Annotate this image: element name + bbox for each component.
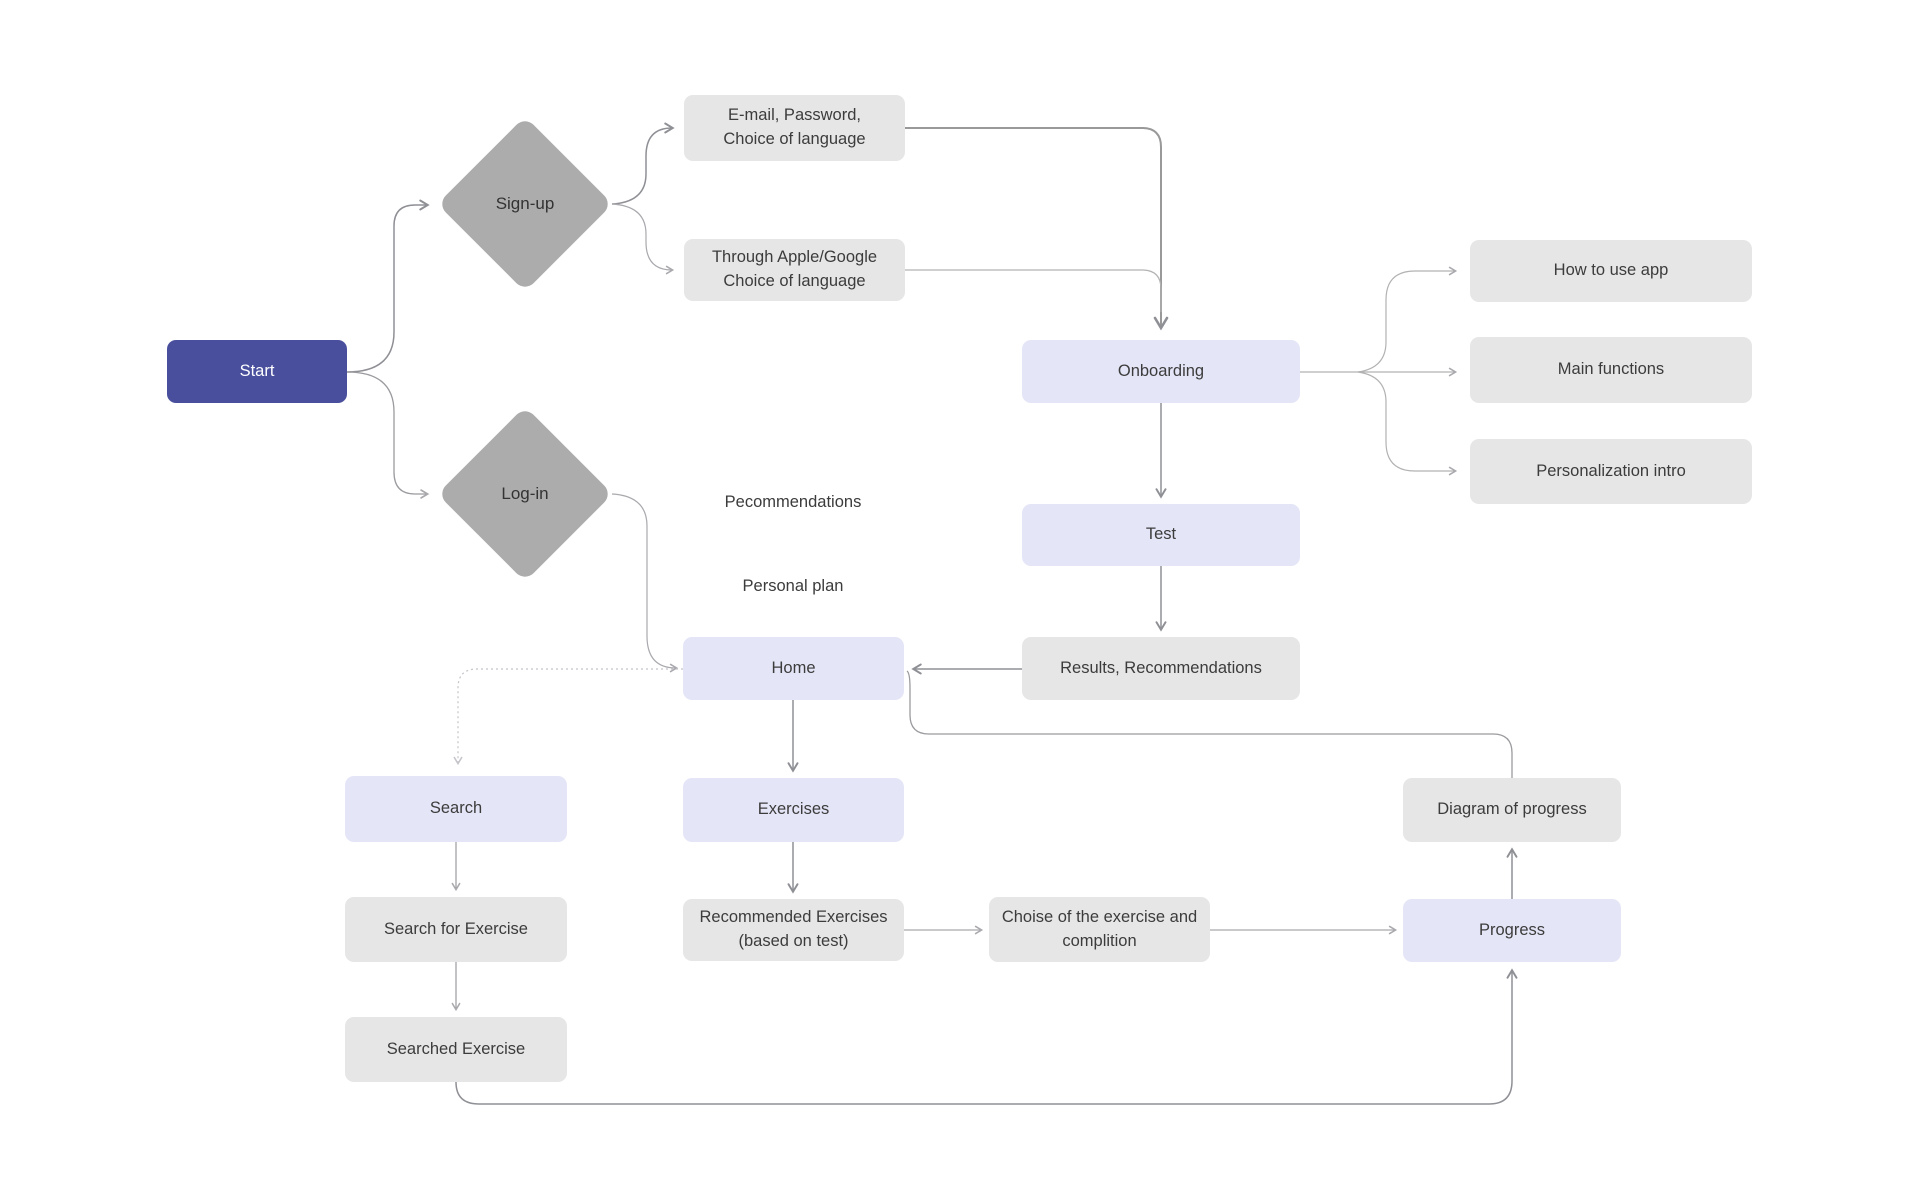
node-how-to-use-app: How to use app — [1470, 240, 1752, 302]
edge-login-to-home — [611, 493, 679, 673]
node-through-apple-google-label: Through Apple/Google Choice of language — [711, 248, 878, 290]
node-search-label: Search — [429, 799, 483, 818]
edge-start-to-signup — [346, 199, 430, 373]
node-test-label: Test — [1145, 525, 1177, 544]
node-home-label: Home — [771, 658, 816, 677]
node-personalization-intro-label: Personalization intro — [1536, 461, 1686, 480]
node-results-recommendations-label: Results, Recommendations — [1060, 658, 1262, 677]
node-login-label: Log-in — [501, 484, 549, 503]
node-onboarding: Onboarding — [1022, 340, 1300, 403]
edge-signup-to-email — [611, 122, 675, 205]
edge-searched-to-progress — [455, 968, 1518, 1105]
node-progress-label: Progress — [1478, 920, 1546, 939]
node-main-functions: Main functions — [1470, 337, 1752, 403]
node-start: Start — [167, 340, 347, 403]
node-signup-label: Sign-up — [495, 194, 555, 213]
node-choice-of-exercise-label: Choise of the exercise and complition — [1001, 907, 1198, 950]
node-home: Home — [683, 637, 904, 700]
edge-signup-to-apple-google — [611, 203, 675, 275]
edge-onboarding-to-howto — [1357, 266, 1458, 373]
node-searched-exercise-label: Searched Exercise — [386, 1039, 526, 1058]
label-pecommendations: Pecommendations — [724, 493, 862, 511]
node-search-for-exercise-label: Search for Exercise — [384, 919, 528, 938]
node-results-recommendations: Results, Recommendations — [1022, 637, 1300, 700]
node-how-to-use-app-label: How to use app — [1553, 261, 1669, 280]
node-searched-exercise: Searched Exercise — [345, 1017, 567, 1082]
edge-apple-google-join — [905, 269, 1162, 312]
node-email-password-label: E-mail, Password, Choice of language — [723, 106, 866, 148]
node-personalization-intro: Personalization intro — [1470, 439, 1752, 504]
node-recommended-exercises-label: Recommended Exercises (based on test) — [699, 908, 888, 950]
node-search-for-exercise: Search for Exercise — [345, 897, 567, 962]
label-personal-plan: Personal plan — [742, 577, 844, 595]
edge-onboarding-to-personalization — [1357, 371, 1458, 476]
node-test: Test — [1022, 504, 1300, 566]
node-diagram-of-progress: Diagram of progress — [1403, 778, 1621, 842]
node-email-password: E-mail, Password, Choice of language — [684, 95, 905, 161]
node-through-apple-google: Through Apple/Google Choice of language — [684, 239, 905, 301]
node-exercises: Exercises — [683, 778, 904, 842]
node-onboarding-label: Onboarding — [1117, 361, 1205, 380]
node-choice-of-exercise: Choise of the exercise and complition — [989, 897, 1210, 962]
node-recommended-exercises: Recommended Exercises (based on test) — [683, 899, 904, 961]
edge-email-to-onboarding — [905, 127, 1169, 331]
node-signup-decision: Sign-up — [437, 116, 613, 292]
node-login-decision: Log-in — [437, 406, 613, 582]
node-main-functions-label: Main functions — [1557, 360, 1665, 379]
node-diagram-of-progress-label: Diagram of progress — [1437, 800, 1587, 819]
edge-home-to-search — [453, 668, 683, 766]
node-search: Search — [345, 776, 567, 842]
node-start-label: Start — [239, 361, 275, 380]
node-progress: Progress — [1403, 899, 1621, 962]
node-exercises-label: Exercises — [757, 800, 830, 819]
edge-start-to-login — [346, 371, 430, 499]
